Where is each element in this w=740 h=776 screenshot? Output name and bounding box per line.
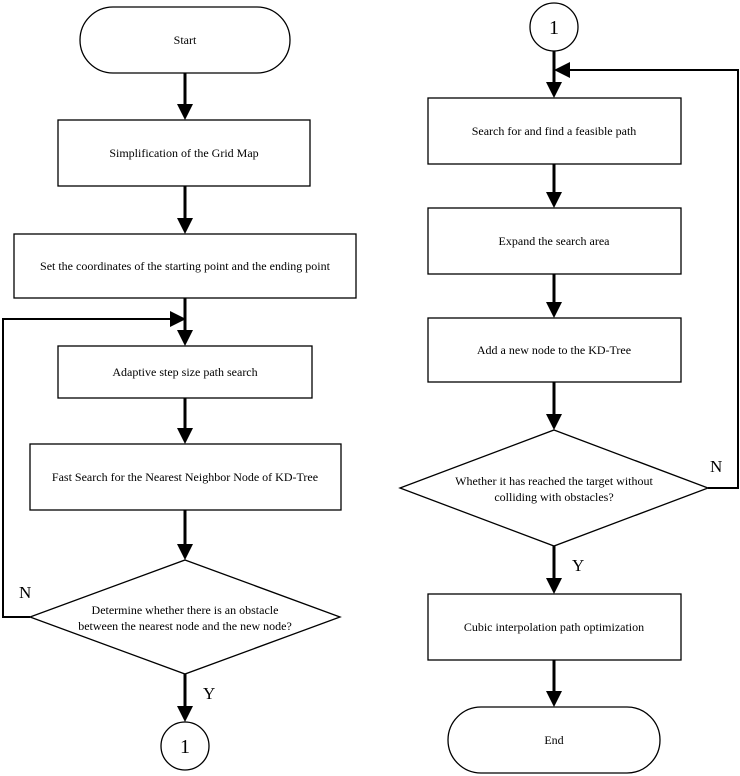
arrowhead — [546, 414, 562, 430]
connector-in-label: 1 — [549, 17, 559, 39]
arrowhead — [177, 104, 193, 120]
simplify-grid-map-box — [57, 119, 311, 187]
left-yes-label: Y — [203, 684, 215, 703]
loop-back-no-line — [2, 318, 172, 618]
adaptive-step-label: Adaptive step size path search — [112, 365, 257, 379]
adaptive-step-box — [57, 345, 313, 399]
arrowhead — [177, 544, 193, 560]
arrowhead — [177, 706, 193, 722]
obstacle-decision-line2: between the nearest node and the new nod… — [78, 619, 292, 633]
loop-back-no-line — [568, 69, 739, 489]
arrowhead — [177, 218, 193, 234]
start-label: Start — [174, 33, 197, 47]
path-optimization-box — [427, 593, 682, 661]
arrowhead — [546, 578, 562, 594]
end-terminal — [447, 706, 661, 774]
obstacle-decision-diamond — [28, 559, 342, 675]
left-no-label: N — [19, 583, 31, 602]
connector-out-label: 1 — [180, 736, 190, 758]
arrowhead — [177, 428, 193, 444]
arrowhead — [170, 311, 186, 327]
arrowhead — [546, 82, 562, 98]
arrowhead — [546, 192, 562, 208]
set-coordinates-label: Set the coordinates of the starting poin… — [40, 259, 331, 273]
right-no-label: N — [710, 457, 722, 476]
add-node-box — [427, 317, 682, 383]
obstacle-decision-line1: Determine whether there is an obstacle — [92, 603, 279, 617]
end-label: End — [544, 733, 563, 747]
arrowhead — [177, 330, 193, 346]
right-yes-label: Y — [572, 556, 584, 575]
feasible-path-label: Search for and find a feasible path — [472, 124, 637, 138]
simplify-grid-map-label: Simplification of the Grid Map — [109, 146, 258, 160]
fast-search-label: Fast Search for the Nearest Neighbor Nod… — [52, 470, 318, 484]
target-decision-line2: colliding with obstacles? — [494, 490, 613, 504]
add-node-label: Add a new node to the KD-Tree — [477, 343, 631, 357]
target-decision-diamond — [398, 429, 710, 547]
arrowhead — [554, 62, 570, 78]
target-decision-line1: Whether it has reached the target withou… — [455, 474, 653, 488]
connector-out-circle — [160, 721, 210, 771]
expand-area-label: Expand the search area — [499, 234, 611, 248]
feasible-path-box — [427, 97, 682, 165]
arrowhead — [546, 691, 562, 707]
path-optimization-label: Cubic interpolation path optimization — [464, 620, 644, 634]
arrowhead — [546, 302, 562, 318]
